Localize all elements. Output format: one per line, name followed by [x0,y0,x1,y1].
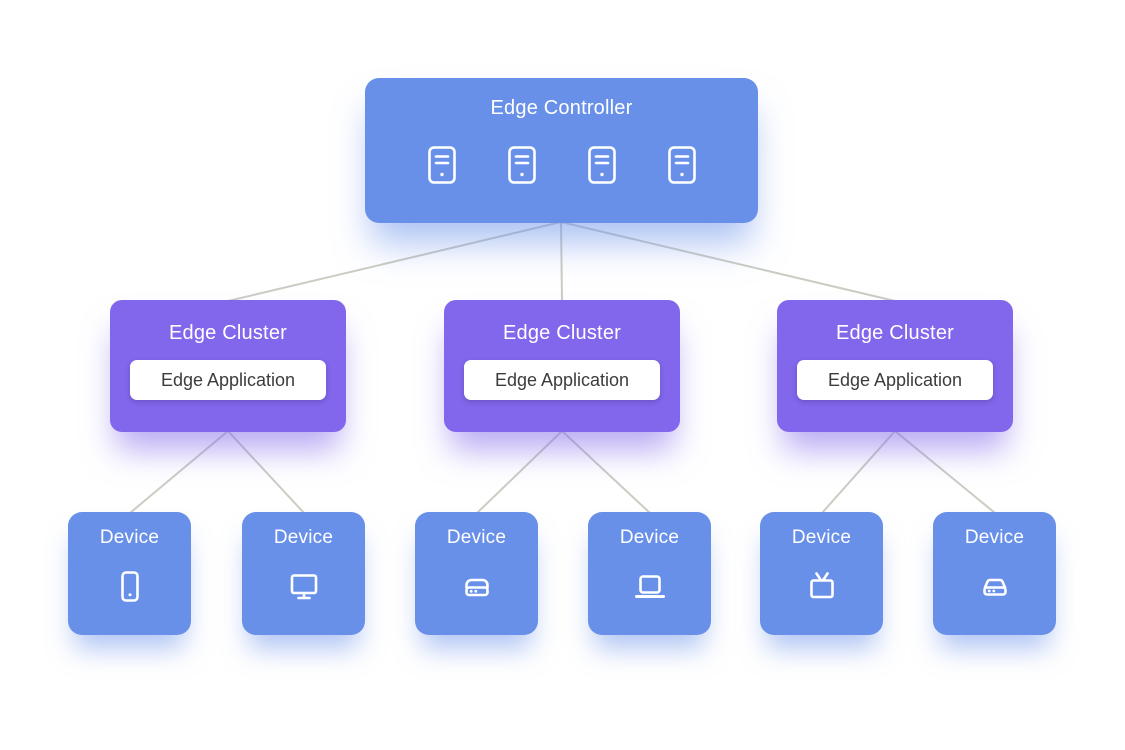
device-label: Device [273,527,334,548]
edge-controller-label: Edge Controller [490,97,633,119]
device-label: Device [964,527,1025,548]
device-label: Device [619,527,680,548]
hard-drive-icon [456,549,498,635]
edge-cluster-label: Edge Cluster [168,322,287,344]
edge-cluster-label: Edge Cluster [502,322,621,344]
edge-application-pill: Edge Application [797,360,993,400]
server-icon [587,146,616,184]
laptop-icon [629,549,671,635]
edge-application-pill: Edge Application [464,360,660,400]
edge-cluster-box: Edge Cluster Edge Application [777,300,1013,432]
server-icon [507,146,536,184]
storage-icon [974,549,1016,635]
device-box: Device [588,512,711,635]
device-box: Device [933,512,1056,635]
edge-application-pill: Edge Application [130,360,326,400]
device-label: Device [791,527,852,548]
device-box: Device [760,512,883,635]
tv-icon [801,549,843,635]
device-label: Device [446,527,507,548]
monitor-icon [283,549,325,635]
server-icon [427,146,456,184]
device-box: Device [415,512,538,635]
server-icon [667,146,696,184]
device-label: Device [99,527,160,548]
edge-controller-box: Edge Controller [365,78,758,223]
device-box: Device [68,512,191,635]
edge-cluster-box: Edge Cluster Edge Application [110,300,346,432]
phone-icon [109,549,151,635]
device-box: Device [242,512,365,635]
edge-cluster-label: Edge Cluster [835,322,954,344]
edge-cluster-box: Edge Cluster Edge Application [444,300,680,432]
server-icon-row [427,146,696,184]
